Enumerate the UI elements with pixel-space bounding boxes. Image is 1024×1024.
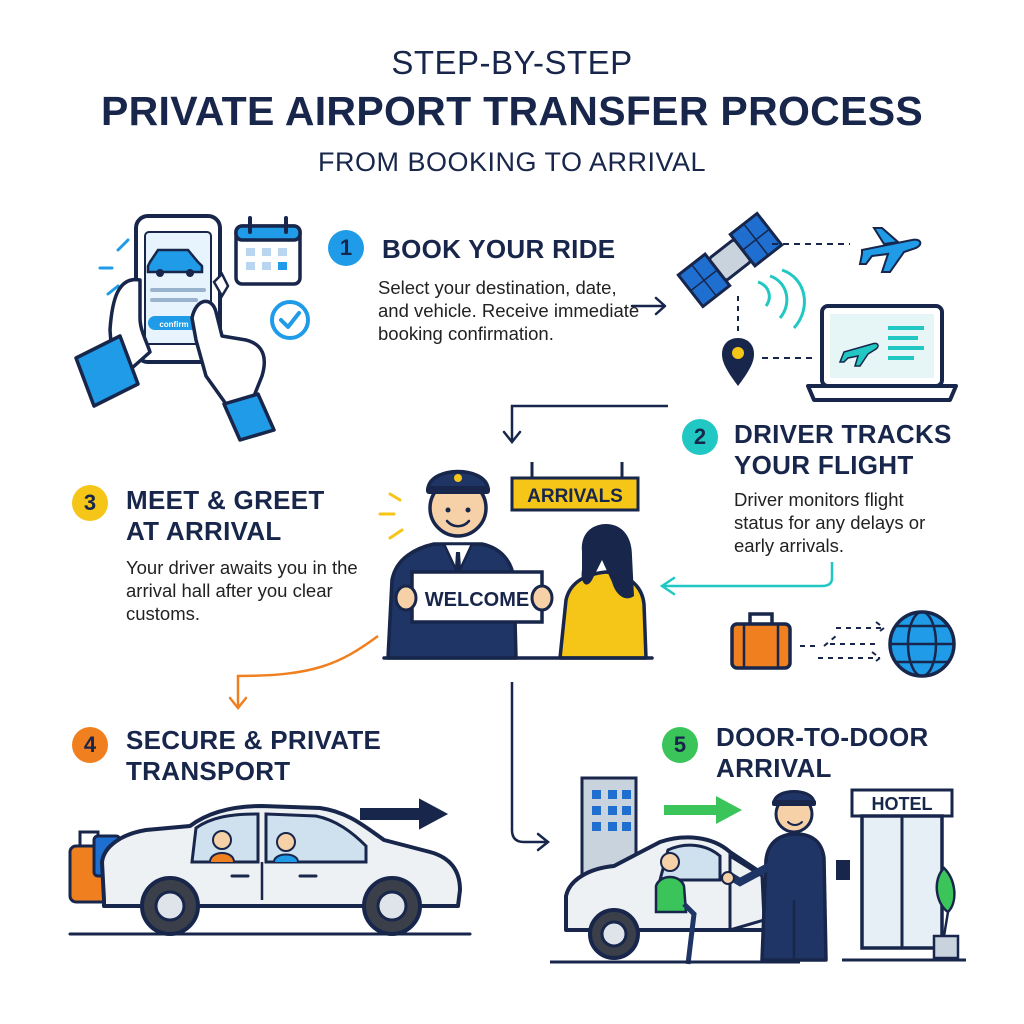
step-4-title: SECURE & PRIVATE TRANSPORT [126, 725, 382, 786]
step-4-badge: 4 [72, 727, 108, 763]
step-3-description: Your driver awaits you in the arrival ha… [126, 557, 358, 624]
step-1-description: Select your destination, date, and vehic… [378, 277, 640, 344]
eyebrow-title: STEP-BY-STEP [391, 44, 633, 81]
confirm-button-label: confirm [159, 320, 188, 329]
step-1-badge: 1 [328, 230, 364, 266]
car-icon [550, 835, 800, 965]
hotel-icon: HOTEL [836, 788, 966, 962]
arrivals-sign-label: ARRIVALS [527, 486, 623, 507]
step-5-badge: 5 [662, 727, 698, 763]
driver-figure: WELCOME [378, 469, 554, 660]
satellite-icon [676, 211, 806, 330]
hotel-sign-label: HOTEL [872, 794, 933, 814]
page-subtitle: FROM BOOKING TO ARRIVAL [317, 147, 707, 177]
suitcase-icon [730, 612, 792, 670]
chauffeur-figure [721, 790, 828, 962]
step-1-title: BOOK YOUR RIDE [382, 234, 616, 264]
airplane-icon [858, 227, 922, 273]
passenger-figure [558, 524, 648, 660]
step-3-badge: 3 [72, 485, 108, 521]
checkmark-icon [270, 300, 310, 340]
smartphone-icon: confirm [74, 214, 276, 442]
page-title: PRIVATE AIRPORT TRANSFER PROCESS [100, 88, 924, 134]
step-2-description: Driver monitors flight status for any de… [734, 489, 926, 556]
laptop-icon [806, 304, 958, 402]
step-5-title: DOOR-TO-DOOR ARRIVAL [716, 722, 929, 783]
car-icon [68, 804, 472, 936]
step-2-badge: 2 [682, 419, 718, 455]
location-pin-icon [722, 338, 754, 386]
arrivals-sign: ARRIVALS [510, 462, 640, 512]
calendar-icon [234, 216, 302, 286]
welcome-sign-label: WELCOME [425, 589, 529, 611]
step-2-title: DRIVER TRACKS YOUR FLIGHT [734, 419, 952, 480]
globe-icon [888, 610, 956, 678]
step-3-title: MEET & GREET AT ARRIVAL [126, 485, 325, 546]
